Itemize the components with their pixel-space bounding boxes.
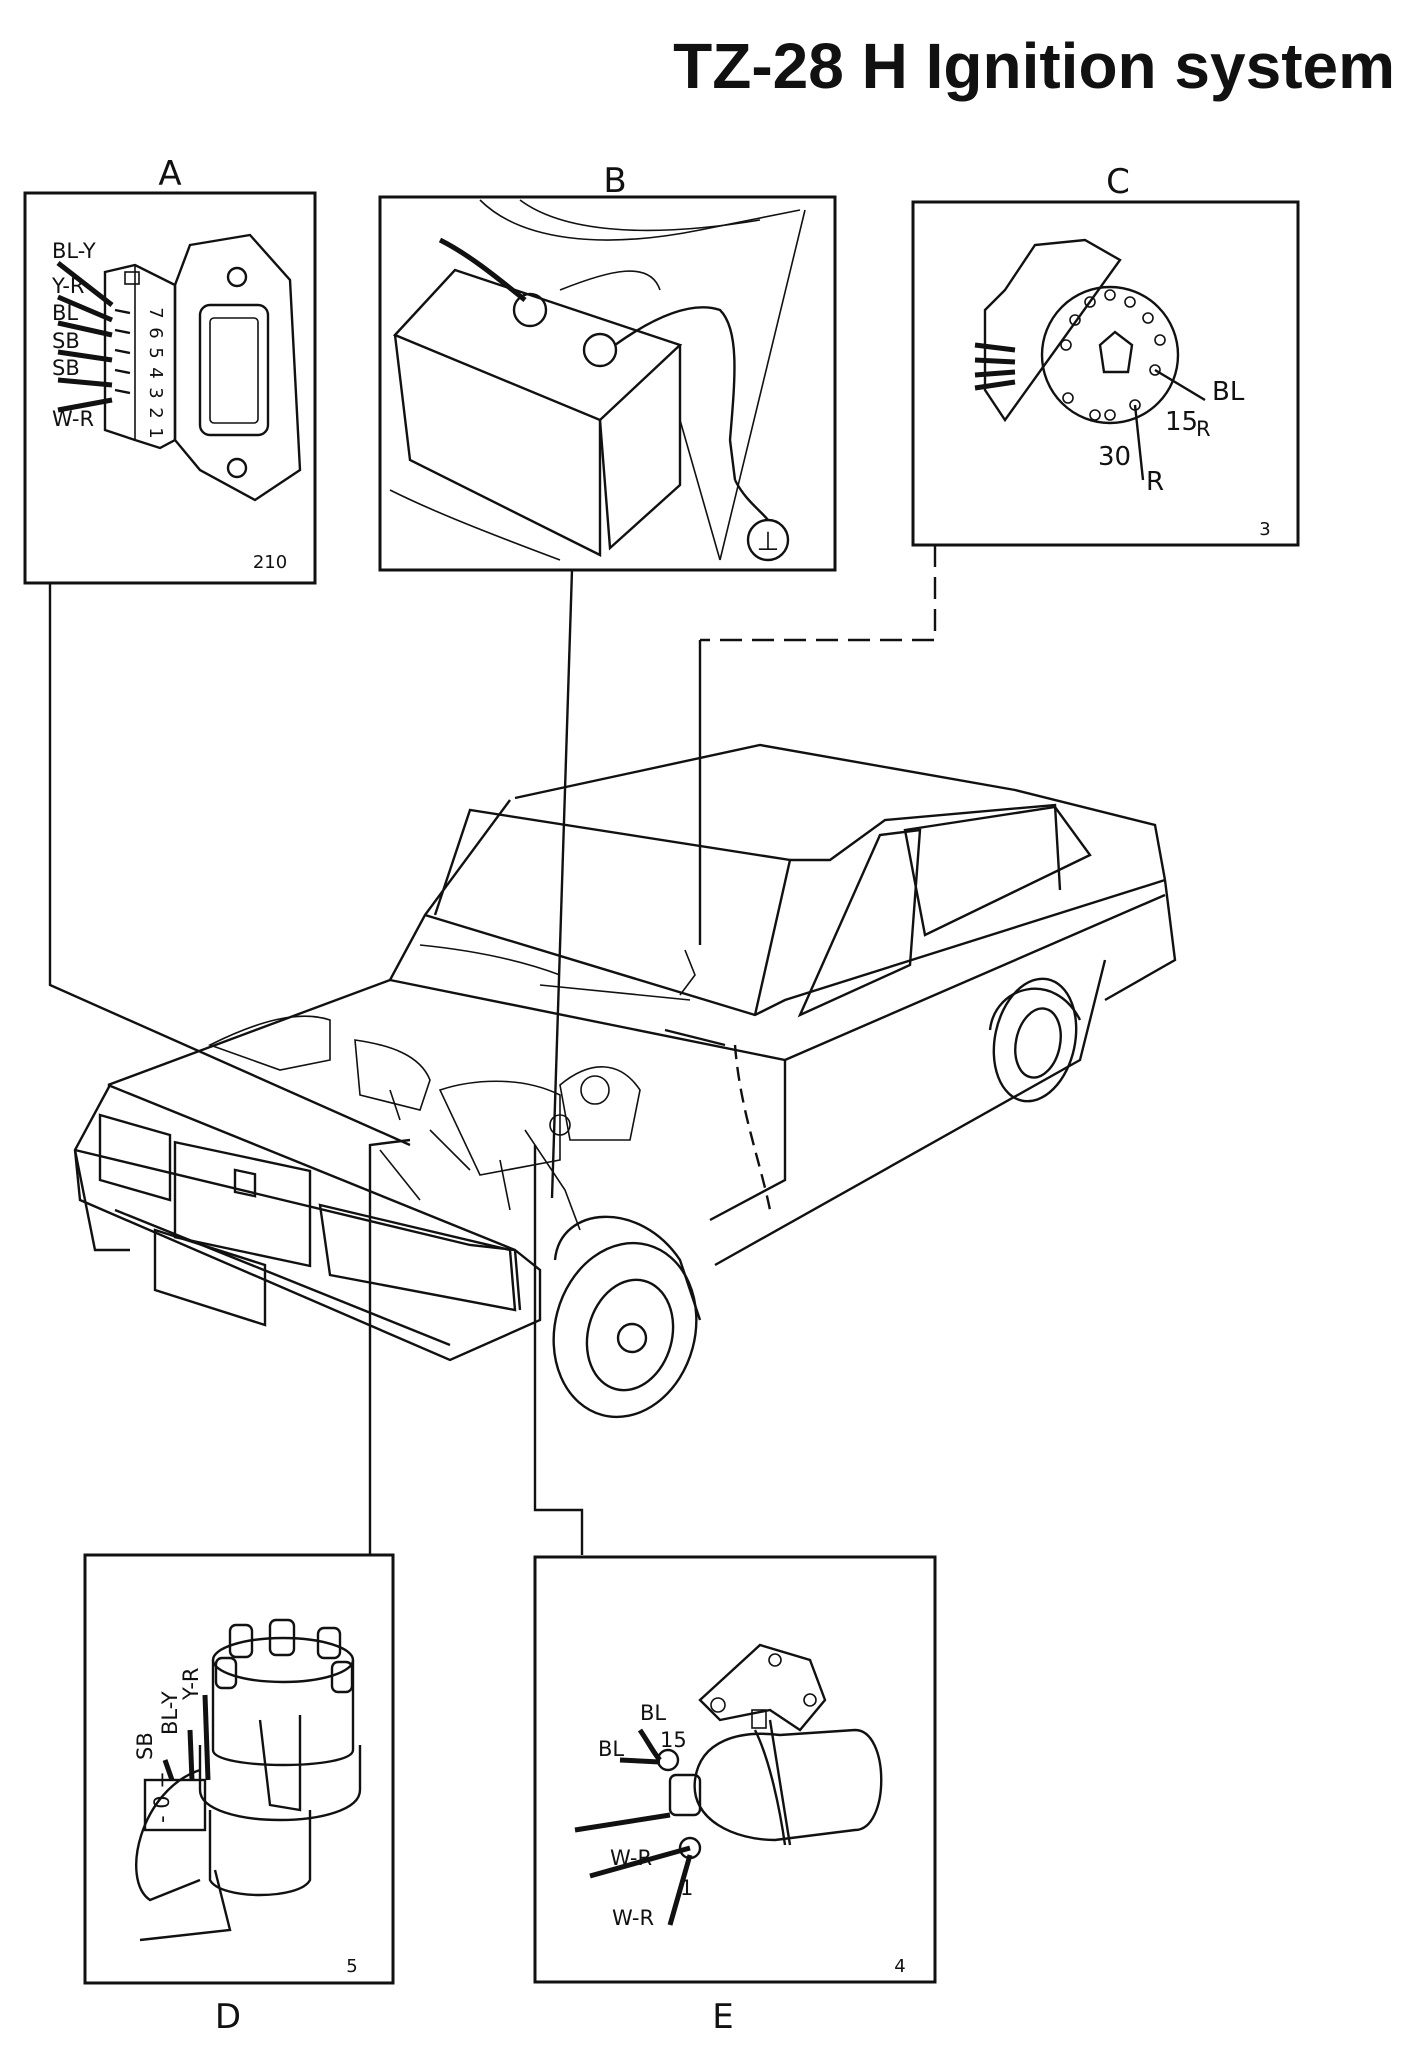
wire-label-r: R bbox=[1146, 467, 1164, 497]
battery-icon bbox=[389, 199, 806, 562]
panel-d-letter: D bbox=[215, 1997, 241, 2037]
ignition-coil-icon bbox=[574, 1643, 883, 1926]
wire-label-wr-mid: W-R bbox=[610, 1846, 652, 1870]
ground-symbol-icon: ⊥ bbox=[757, 527, 780, 557]
panel-c-number: 3 bbox=[1259, 519, 1270, 540]
panel-a-wires bbox=[56, 261, 114, 413]
panel-d: D - 0 + SB BL-Y Y-R 5 bbox=[83, 1553, 395, 2037]
car-icon bbox=[73, 743, 1177, 1419]
panel-c-frame bbox=[911, 200, 1300, 547]
leader-lines bbox=[48, 545, 937, 1555]
panel-d-number: 5 bbox=[346, 1956, 357, 1977]
pin-label: 3 bbox=[145, 387, 166, 398]
panel-b-letter: B bbox=[603, 161, 626, 201]
connector-label: - 0 + bbox=[150, 1771, 174, 1823]
panel-a-frame bbox=[23, 191, 317, 585]
panel-e-number: 4 bbox=[894, 1956, 905, 1977]
wire-label-bl-left: BL bbox=[598, 1737, 624, 1761]
panel-c-letter: C bbox=[1106, 162, 1130, 202]
wire-label: BL-Y bbox=[158, 1691, 182, 1735]
wire-label: Y-R bbox=[51, 274, 85, 298]
wire-label: W-R bbox=[52, 407, 94, 431]
pin-label: 2 bbox=[145, 407, 166, 418]
wire-label-bl: BL bbox=[1212, 377, 1245, 407]
control-unit-icon: 7 6 5 4 3 2 1 bbox=[103, 233, 302, 502]
pin-label: 6 bbox=[145, 327, 166, 338]
wire-label-wr-bottom: W-R bbox=[612, 1906, 654, 1930]
pin-label: 4 bbox=[145, 367, 166, 378]
panel-b-frame bbox=[378, 195, 837, 572]
pin-label: 1 bbox=[145, 427, 166, 438]
terminal-30: 30 bbox=[1098, 442, 1131, 472]
terminal-15-sub: R bbox=[1196, 417, 1211, 441]
wire-label: BL bbox=[52, 301, 78, 325]
panel-a-number: 210 bbox=[253, 552, 287, 573]
wire-label: SB bbox=[52, 356, 80, 380]
wire-label: SB bbox=[52, 329, 80, 353]
panel-a-letter: A bbox=[158, 154, 181, 194]
wire-label-bl-top: BL bbox=[640, 1701, 666, 1725]
wire-label: BL-Y bbox=[52, 239, 96, 263]
panel-a: A 7 6 5 4 3 2 1 bbox=[23, 154, 317, 585]
terminal-1: 1 bbox=[680, 1876, 693, 1900]
terminal-15: 15 bbox=[1165, 407, 1198, 437]
pin-numbers: 7 6 5 4 3 2 1 bbox=[145, 307, 166, 438]
wire-label: Y-R bbox=[179, 1667, 203, 1701]
panel-b: B ⊥ bbox=[378, 161, 837, 572]
wire-label: SB bbox=[133, 1732, 157, 1760]
panel-e: E BL 15 BL W-R 1 W-R 4 bbox=[533, 1555, 937, 2037]
page-title: TZ-28 H Ignition system bbox=[673, 30, 1395, 102]
terminal-15: 15 bbox=[660, 1728, 687, 1752]
pin-label: 7 bbox=[145, 307, 166, 318]
panel-e-letter: E bbox=[712, 1997, 733, 2037]
panel-d-frame bbox=[83, 1553, 395, 1985]
distributor-icon bbox=[135, 1618, 362, 1942]
panel-c: C BL 15 R 30 R 3 bbox=[911, 162, 1300, 547]
pin-label: 5 bbox=[145, 347, 166, 358]
ignition-switch-icon bbox=[974, 238, 1206, 481]
panel-e-frame bbox=[533, 1555, 937, 1984]
